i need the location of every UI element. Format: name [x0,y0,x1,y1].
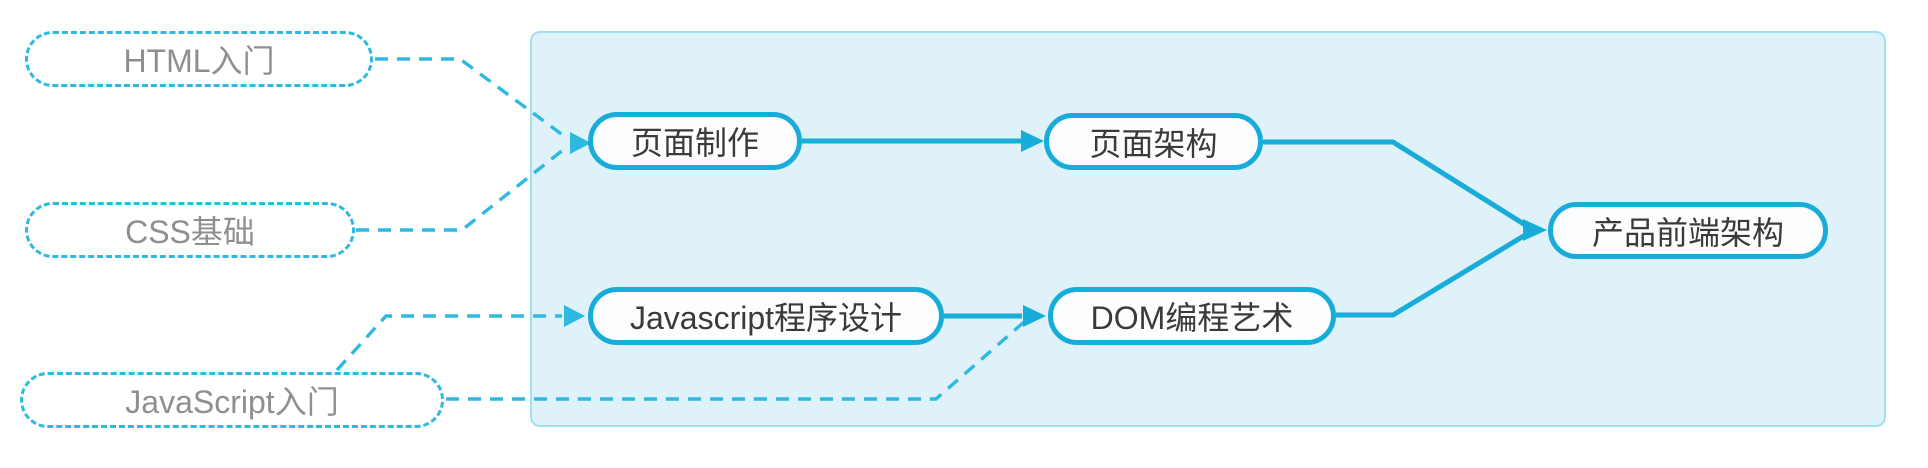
node-page-architecture[interactable]: 页面架构 [1044,113,1263,170]
node-product-frontend-label: 产品前端架构 [1591,214,1784,251]
node-css-basics-label: CSS基础 [125,214,255,250]
node-js-intro[interactable]: JavaScript入门 [20,372,444,428]
node-product-frontend[interactable]: 产品前端架构 [1548,202,1828,259]
node-html-intro-label: HTML入门 [123,43,275,79]
node-page-making[interactable]: 页面制作 [588,112,802,170]
arrowhead-into-page-architecture [1021,130,1044,152]
node-dom-art[interactable]: DOM编程艺术 [1048,287,1336,345]
edge-css-basics-to-page-making [356,144,570,232]
arrowhead-into-page-making [570,132,591,154]
node-js-programming-label: Javascript程序设计 [629,300,903,336]
edge-js-intro-to-dom-art [446,320,1026,401]
node-js-intro-label: JavaScript入门 [125,384,339,420]
node-dom-art-label: DOM编程艺术 [1090,300,1294,336]
node-css-basics[interactable]: CSS基础 [25,202,355,258]
node-page-architecture-label: 页面架构 [1089,125,1218,162]
arrowhead-into-dom-art [1023,305,1046,327]
edge-js-intro-to-js-programming [335,314,562,372]
arrowhead-into-product-frontend [1523,219,1547,241]
node-html-intro[interactable]: HTML入门 [25,31,373,87]
edge-page-architecture-to-product-frontend [1263,139,1529,229]
arrowhead-into-js-programming [564,305,585,327]
node-page-making-label: 页面制作 [630,125,759,161]
node-js-programming[interactable]: Javascript程序设计 [588,287,944,345]
edge-dom-art-to-product-frontend [1336,231,1529,318]
edge-html-intro-to-page-making [375,57,570,141]
